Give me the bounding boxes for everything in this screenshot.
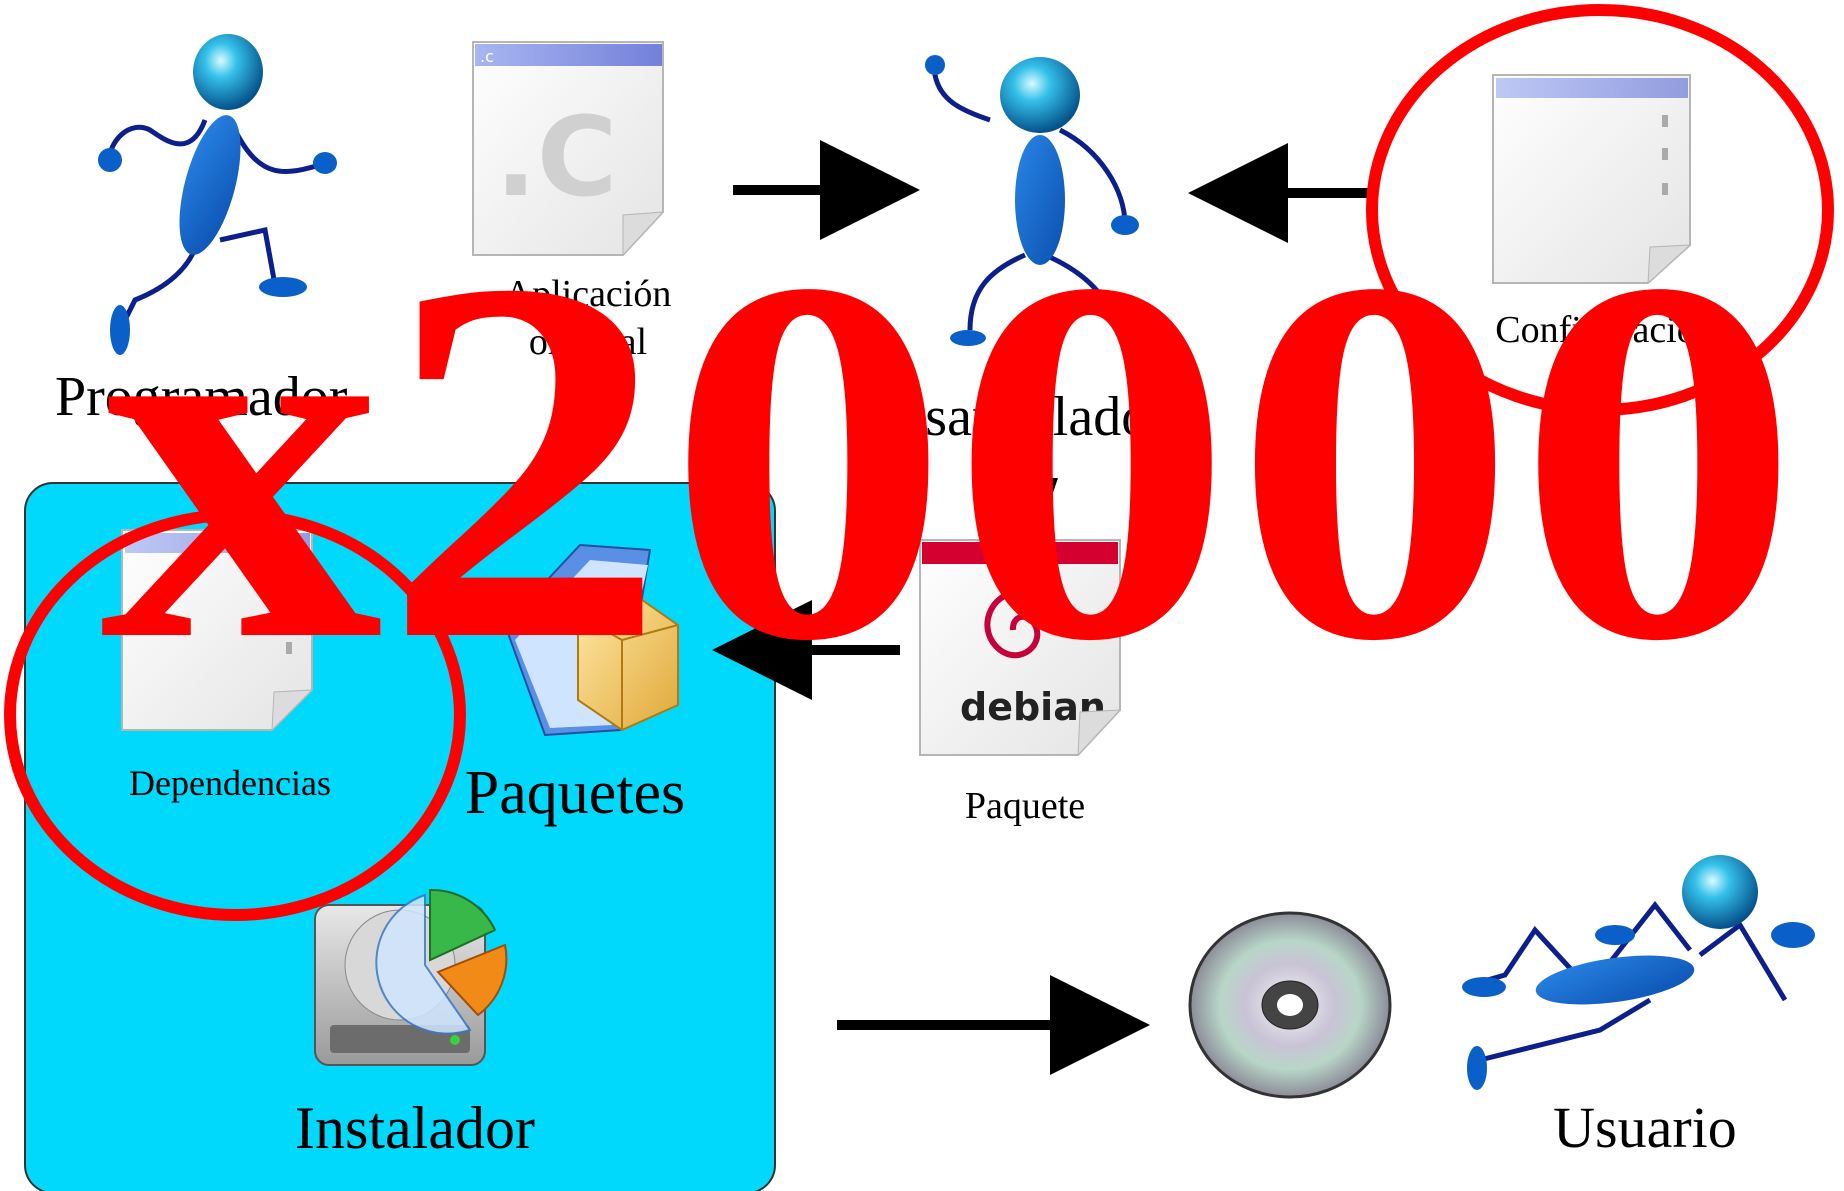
label-dependencies: Dependencias xyxy=(129,763,331,803)
configuration-document-icon xyxy=(1492,74,1692,285)
debian-package-icon: debian xyxy=(919,539,1122,757)
developer-figure-icon xyxy=(925,55,1141,346)
installer-disk-icon xyxy=(314,888,508,1066)
label-configuration: Configuración xyxy=(1495,309,1715,351)
c-source-file-icon: .c .C xyxy=(472,41,665,257)
label-installer: Instalador xyxy=(295,1095,535,1161)
cd-disc-icon xyxy=(1188,911,1392,1099)
packages-icon xyxy=(503,543,679,737)
user-figure-icon xyxy=(1462,855,1815,1090)
label-programmer: Programador xyxy=(55,366,348,428)
label-package: Paquete xyxy=(964,785,1086,827)
label-packages: Paquetes xyxy=(464,759,686,827)
label-developer: Desarrollador xyxy=(860,386,1168,448)
programmer-figure-icon xyxy=(98,34,337,355)
label-source-app-line1: Aplicación xyxy=(504,273,672,315)
arrow-developer-to-package-head xyxy=(1002,478,1058,560)
c-file-tab-text: .c xyxy=(480,47,494,66)
dependencies-document-icon xyxy=(121,529,314,732)
flow-arrows xyxy=(712,140,1375,1075)
c-file-big-text: .C xyxy=(495,93,618,221)
label-source-app-line2: original xyxy=(528,321,648,363)
label-user: Usuario xyxy=(1553,1095,1737,1160)
